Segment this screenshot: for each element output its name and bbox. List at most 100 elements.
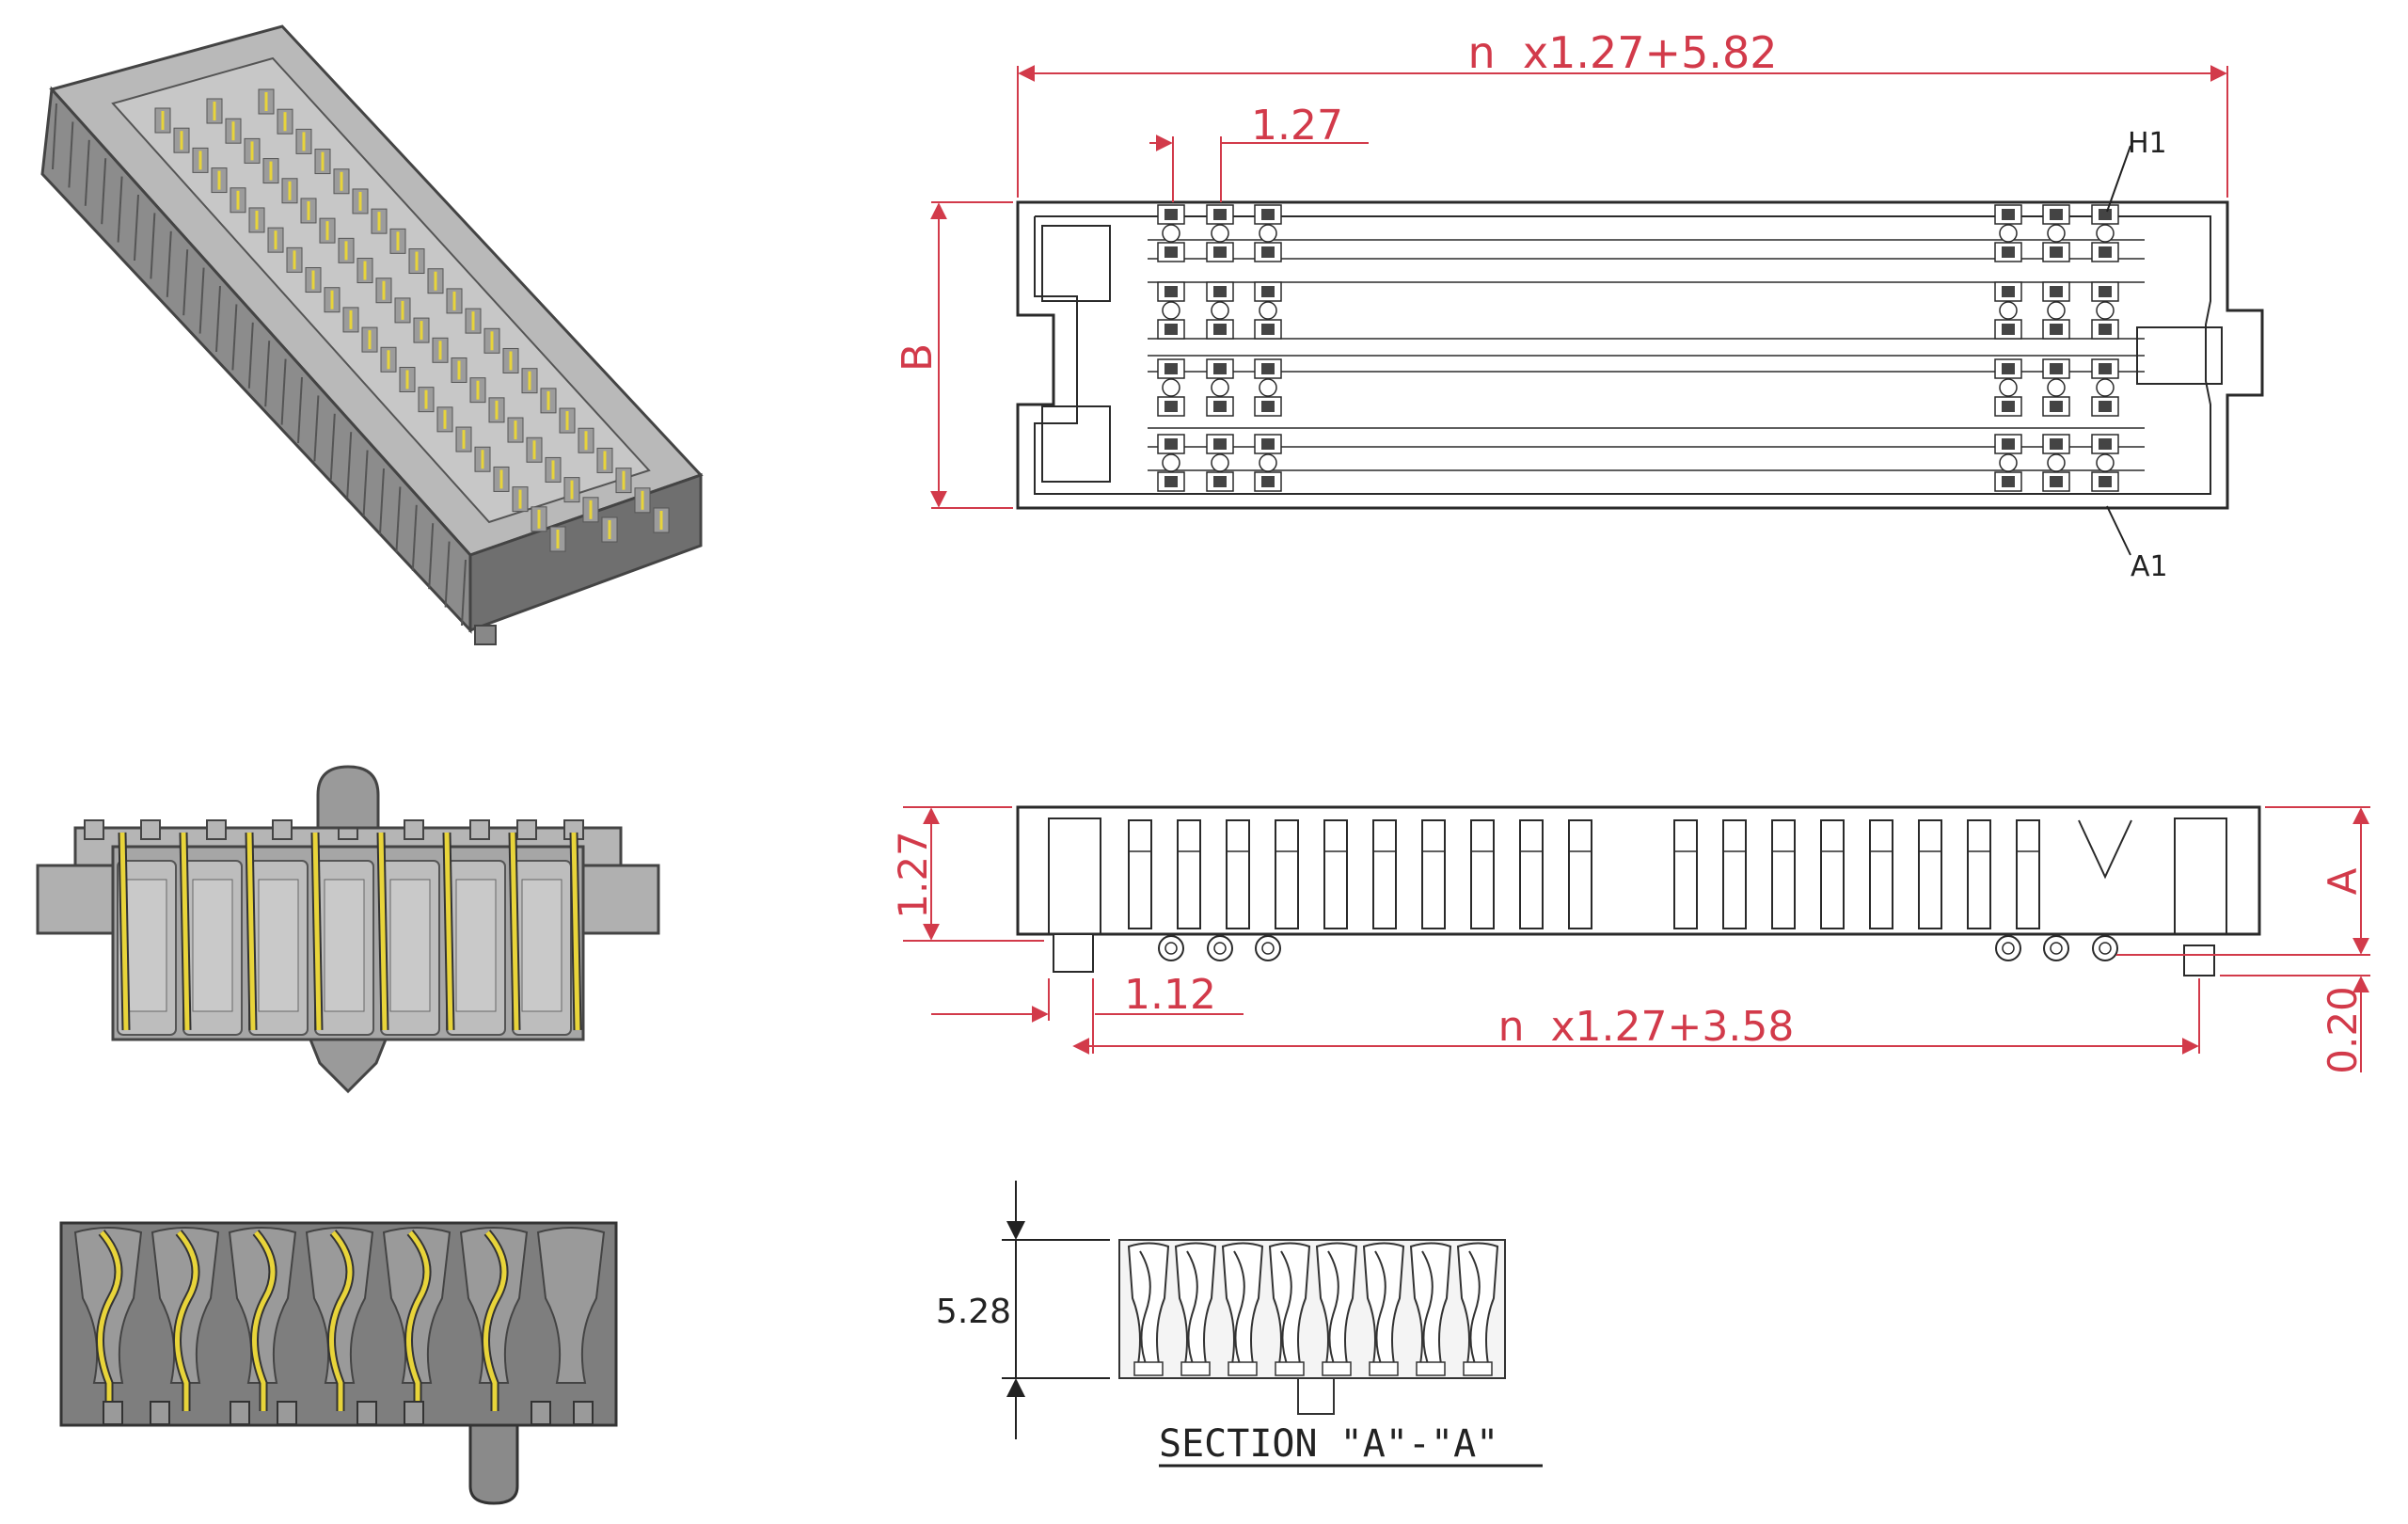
side-slot	[1177, 819, 1201, 929]
iso-rib	[101, 158, 107, 225]
iso-rib	[134, 194, 139, 262]
section-foot	[1369, 1361, 1399, 1376]
cross-leg	[230, 1401, 250, 1425]
top-pin-hole	[1211, 301, 1229, 320]
top-pin-hole	[1999, 453, 2018, 472]
front-top-post	[316, 765, 380, 830]
iso-rib	[84, 139, 90, 206]
top-pin-core	[1261, 324, 1275, 335]
side-slot	[1771, 819, 1796, 929]
top-pin-core	[1164, 246, 1178, 258]
top-pin-core	[1213, 363, 1227, 374]
iso-rib	[52, 103, 57, 170]
cross-contact	[175, 1230, 198, 1411]
top-pin-hole	[1259, 378, 1277, 397]
side-elevation-view: 1.27 A 0.20 1.12 n x1.27+3.58	[890, 805, 2370, 1074]
top-pin-core	[2099, 246, 2112, 258]
top-pin-core	[2002, 363, 2015, 374]
iso-rib	[395, 486, 402, 553]
front-contact-view	[36, 765, 660, 1094]
top-pin-core	[1261, 246, 1275, 258]
side-foot-core	[1261, 942, 1275, 955]
section-contact	[1327, 1250, 1339, 1370]
section-foot	[1228, 1361, 1258, 1376]
dim-020-label: 0.20	[2320, 986, 2366, 1074]
side-foot-core	[1164, 942, 1178, 955]
top-pin-core	[2099, 286, 2112, 297]
iso-front-ribs	[52, 103, 467, 627]
iso-rib	[297, 376, 303, 444]
front-top-tab	[206, 819, 227, 840]
section-a-a-view: 5.28 SECTION "A"-"A"	[936, 1181, 1543, 1468]
top-pin-hole	[1999, 378, 2018, 397]
top-pin-hole	[2096, 453, 2115, 472]
callout-h1: H1	[2128, 127, 2167, 160]
top-pin-hole	[1211, 224, 1229, 243]
front-contact	[571, 832, 580, 1031]
cross-leg	[356, 1401, 377, 1425]
side-slot	[1918, 819, 1942, 929]
cross-cell	[536, 1227, 606, 1384]
top-pin-core	[2050, 324, 2063, 335]
callout-a1-leader	[2106, 505, 2131, 556]
front-contact	[181, 832, 190, 1031]
cross-leg	[573, 1401, 594, 1425]
side-peg-left	[1053, 933, 1094, 973]
cross-leg	[404, 1401, 424, 1425]
iso-rib	[428, 523, 435, 590]
front-cell-inner	[258, 879, 299, 1012]
cross-leg	[103, 1401, 123, 1425]
front-top-tab	[469, 819, 490, 840]
callout-a1: A1	[2131, 550, 2168, 583]
iso-contacts	[154, 88, 670, 552]
top-pin-core	[2050, 363, 2063, 374]
top-pin-core	[2099, 209, 2112, 220]
front-contact	[312, 832, 322, 1031]
top-pin-core	[1213, 438, 1227, 450]
section-contact	[1233, 1250, 1245, 1370]
top-pin-core	[1164, 209, 1178, 220]
top-pin-hole	[1259, 301, 1277, 320]
side-peg-right	[2183, 945, 2215, 976]
front-cells	[84, 819, 584, 1036]
side-slot	[1568, 819, 1592, 929]
side-slot	[1323, 819, 1348, 929]
top-pin-hole	[2047, 453, 2066, 472]
iso-rib	[247, 322, 254, 389]
cross-leg	[531, 1401, 551, 1425]
front-bottom-tip	[308, 1038, 388, 1094]
top-pin-core	[2050, 476, 2063, 487]
section-caption: SECTION "A"-"A"	[1159, 1422, 1498, 1466]
top-pin-hole	[1162, 301, 1180, 320]
front-contact	[444, 832, 453, 1031]
front-cell-inner	[126, 879, 167, 1012]
top-pin-core	[2050, 209, 2063, 220]
dim-112-label: 1.12	[1124, 971, 1216, 1019]
top-pin-hole	[1211, 453, 1229, 472]
top-rails	[1148, 239, 2145, 471]
iso-rib	[280, 358, 287, 425]
section-contact	[1468, 1250, 1481, 1370]
side-slot	[1470, 819, 1495, 929]
side-end-right	[2174, 818, 2227, 935]
top-left-pocket-upper	[1041, 225, 1111, 302]
top-pin-hole	[1211, 378, 1229, 397]
side-foot-core	[2050, 942, 2063, 955]
iso-rib	[182, 249, 189, 316]
iso-rib	[215, 285, 221, 353]
cross-section-view	[59, 1221, 618, 1505]
iso-rib	[313, 395, 320, 462]
top-pin-core	[1213, 476, 1227, 487]
top-pin-core	[2002, 438, 2015, 450]
section-foot	[1416, 1361, 1446, 1376]
section-foot	[1275, 1361, 1305, 1376]
top-pin-core	[2050, 438, 2063, 450]
top-pin-hole	[2096, 378, 2115, 397]
side-foot-core	[2002, 942, 2015, 955]
top-pin-core	[1164, 363, 1178, 374]
side-slot	[1967, 819, 1991, 929]
front-contact	[119, 832, 129, 1031]
side-slot	[1519, 819, 1544, 929]
iso-rib	[329, 413, 336, 480]
side-foot-core	[1213, 942, 1227, 955]
